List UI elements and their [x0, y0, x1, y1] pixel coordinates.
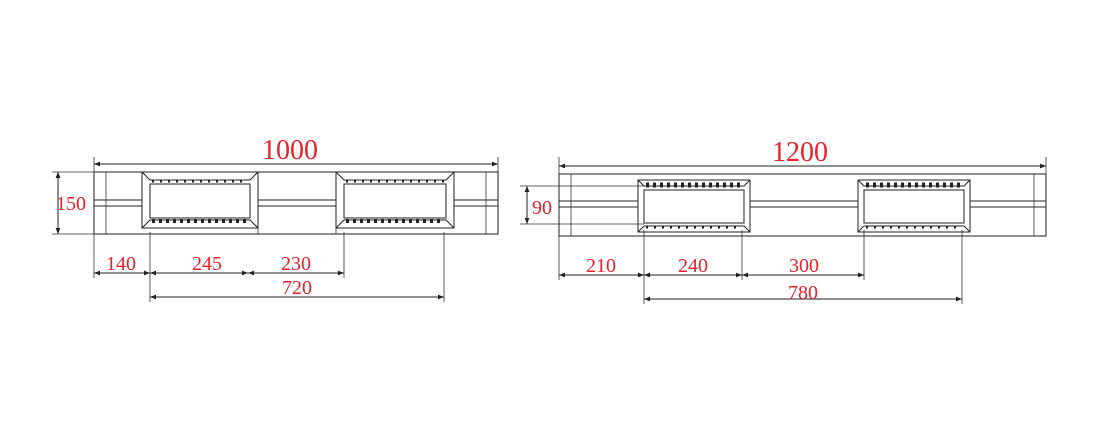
left-pallet-drawing: 1000 [52, 135, 499, 302]
left-dim-720: 720 [282, 277, 312, 299]
right-bottom-dimensions: 210 240 300 780 [558, 230, 963, 304]
left-bottom-dimensions: 140 245 230 720 [93, 232, 445, 302]
right-dim-240: 240 [678, 255, 708, 277]
left-fork-opening-1-teeth [152, 179, 248, 223]
left-fork-opening-2 [335, 171, 455, 229]
left-height-label: 150 [56, 193, 86, 215]
right-overall-width-dimension: 1200 [558, 137, 1047, 174]
left-dim-230: 230 [281, 253, 311, 275]
right-height-dimension: 90 [520, 185, 644, 225]
left-overall-width-dimension: 1000 [93, 135, 499, 172]
left-fork-opening-1 [141, 171, 259, 229]
right-dim-300: 300 [789, 255, 819, 277]
left-overall-width-label: 1000 [262, 135, 318, 166]
right-overall-width-label: 1200 [772, 137, 828, 168]
right-pallet-body [558, 173, 1047, 237]
right-dim-780: 780 [788, 282, 818, 304]
left-dim-140: 140 [106, 253, 136, 275]
left-dim-245: 245 [192, 253, 222, 275]
right-dim-210: 210 [586, 255, 616, 277]
right-height-label: 90 [532, 197, 552, 219]
right-pallet-drawing: 1200 90 [520, 137, 1047, 304]
right-fork-opening-2 [857, 179, 971, 233]
left-height-dimension: 150 [52, 171, 94, 235]
right-fork-opening-1 [637, 179, 751, 233]
